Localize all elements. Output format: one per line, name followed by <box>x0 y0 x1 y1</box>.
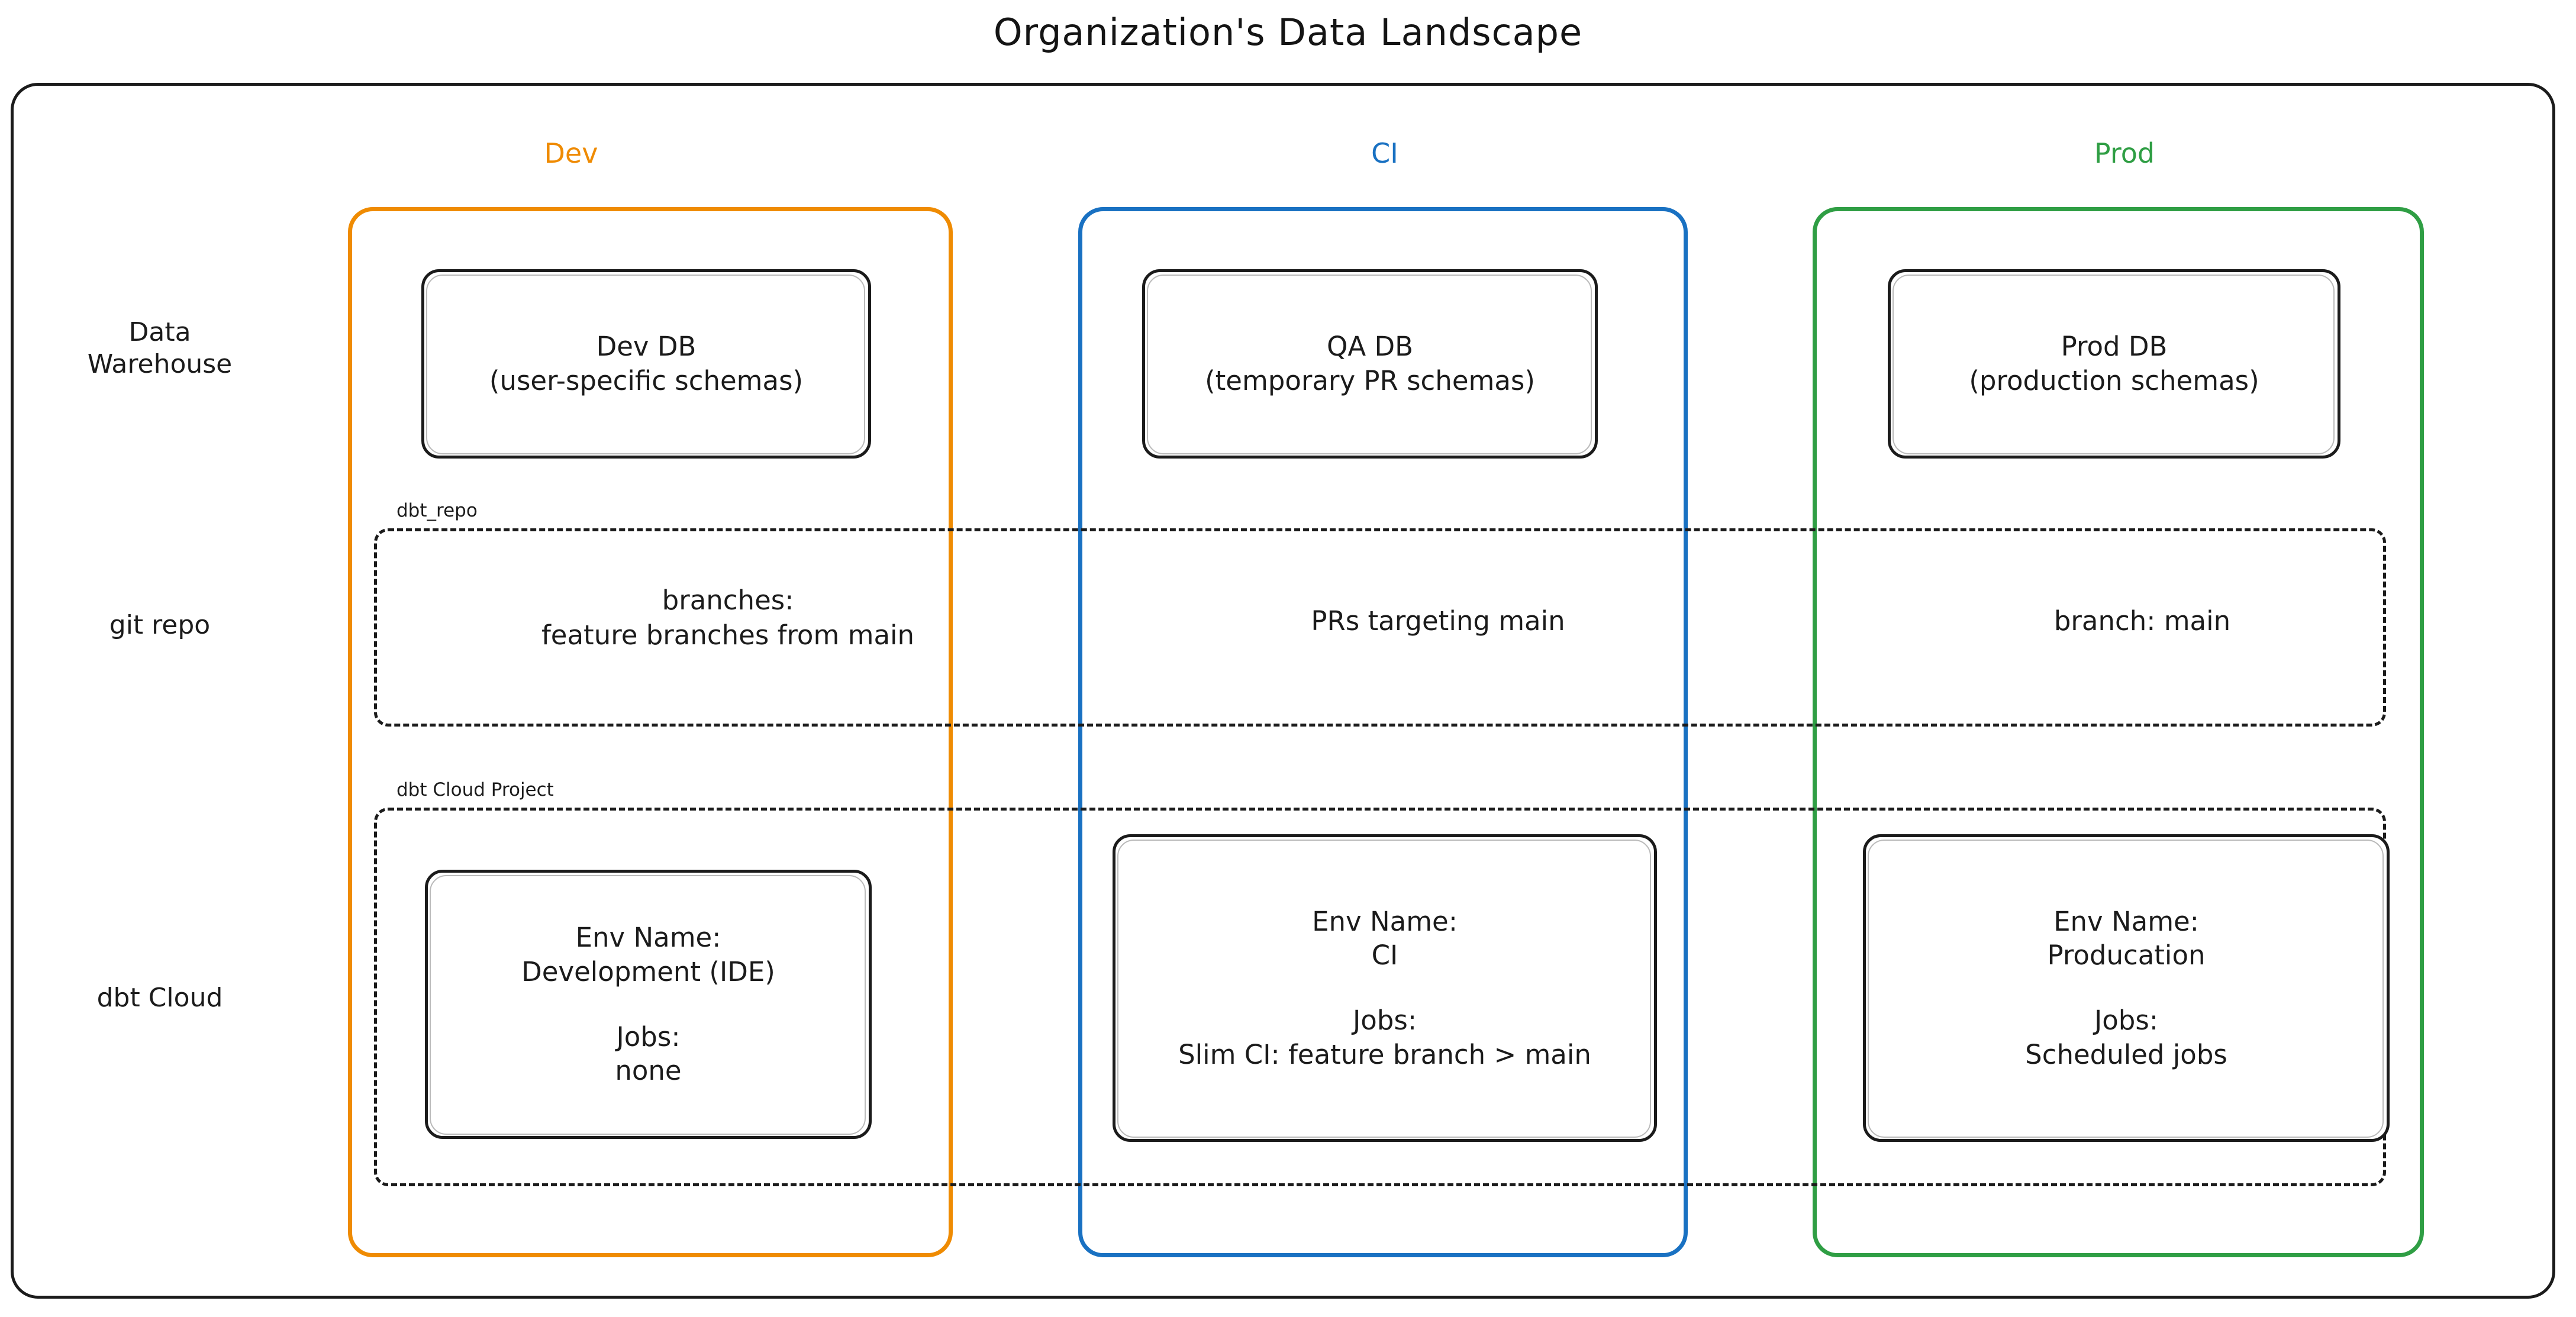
landscape-frame <box>11 83 2555 1299</box>
node-dbt-env-prod-jobs-label: Jobs: <box>2094 1005 2158 1036</box>
node-qa-db[interactable]: QA DB (temporary PR schemas) <box>1142 269 1598 459</box>
cell-git-dev-line1: branches: <box>662 585 794 616</box>
node-dbt-env-dev-jobs-value: none <box>615 1055 682 1087</box>
column-header-dev: Dev <box>544 137 598 169</box>
node-dbt-env-ci-env-value: CI <box>1371 940 1398 971</box>
node-prod-db-line2: (production schemas) <box>1969 365 2259 396</box>
env-column-dev <box>348 207 953 1257</box>
node-qa-db-line1: QA DB <box>1326 331 1414 363</box>
node-dev-db-line2: (user-specific schemas) <box>489 365 804 396</box>
env-column-prod <box>1813 207 2424 1257</box>
node-dbt-env-dev-env-value: Development (IDE) <box>521 956 775 987</box>
node-dbt-env-dev-env-label: Env Name: <box>575 922 721 954</box>
group-dbt-repo <box>374 528 2386 727</box>
node-dbt-env-dev[interactable]: Env Name: Development (IDE) Jobs: none <box>425 870 872 1139</box>
cell-git-ci-line1: PRs targeting main <box>1311 605 1565 637</box>
group-label-dbt-cloud-project: dbt Cloud Project <box>391 779 560 800</box>
cell-git-prod-line1: branch: main <box>2053 605 2231 637</box>
node-prod-db[interactable]: Prod DB (production schemas) <box>1888 269 2340 459</box>
env-column-ci <box>1078 207 1688 1257</box>
node-qa-db-line2: (temporary PR schemas) <box>1205 365 1535 396</box>
cell-git-ci: PRs targeting main <box>1118 603 1758 638</box>
node-dev-db-line1: Dev DB <box>596 331 697 363</box>
cell-git-dev-line2: feature branches from main <box>541 619 915 651</box>
cell-git-prod: branch: main <box>1846 603 2438 638</box>
cell-git-dev: branches: feature branches from main <box>396 583 1059 653</box>
node-dbt-env-prod[interactable]: Env Name: Producation Jobs: Scheduled jo… <box>1863 834 2390 1142</box>
node-prod-db-line1: Prod DB <box>2061 331 2168 363</box>
node-dev-db[interactable]: Dev DB (user-specific schemas) <box>421 269 871 459</box>
column-header-ci: CI <box>1371 137 1398 169</box>
node-dbt-env-prod-env-label: Env Name: <box>2053 905 2199 937</box>
node-dbt-env-ci-jobs-value: Slim CI: feature branch > main <box>1178 1038 1591 1070</box>
node-dbt-env-ci-jobs-label: Jobs: <box>1353 1005 1417 1036</box>
node-dbt-env-ci-env-label: Env Name: <box>1312 905 1458 937</box>
node-dbt-env-prod-jobs-value: Scheduled jobs <box>2025 1038 2227 1070</box>
row-label-git-repo: git repo <box>109 610 211 640</box>
node-dbt-env-prod-env-value: Producation <box>2047 940 2206 971</box>
node-dbt-env-dev-jobs-label: Jobs: <box>616 1021 681 1053</box>
column-header-prod: Prod <box>2094 137 2155 169</box>
row-label-data-warehouse: Data Warehouse <box>87 317 233 379</box>
page-title: Organization's Data Landscape <box>993 11 1583 54</box>
node-dbt-env-ci[interactable]: Env Name: CI Jobs: Slim CI: feature bran… <box>1113 834 1657 1142</box>
row-label-dbt-cloud: dbt Cloud <box>96 983 223 1013</box>
group-label-dbt-repo: dbt_repo <box>391 500 483 521</box>
